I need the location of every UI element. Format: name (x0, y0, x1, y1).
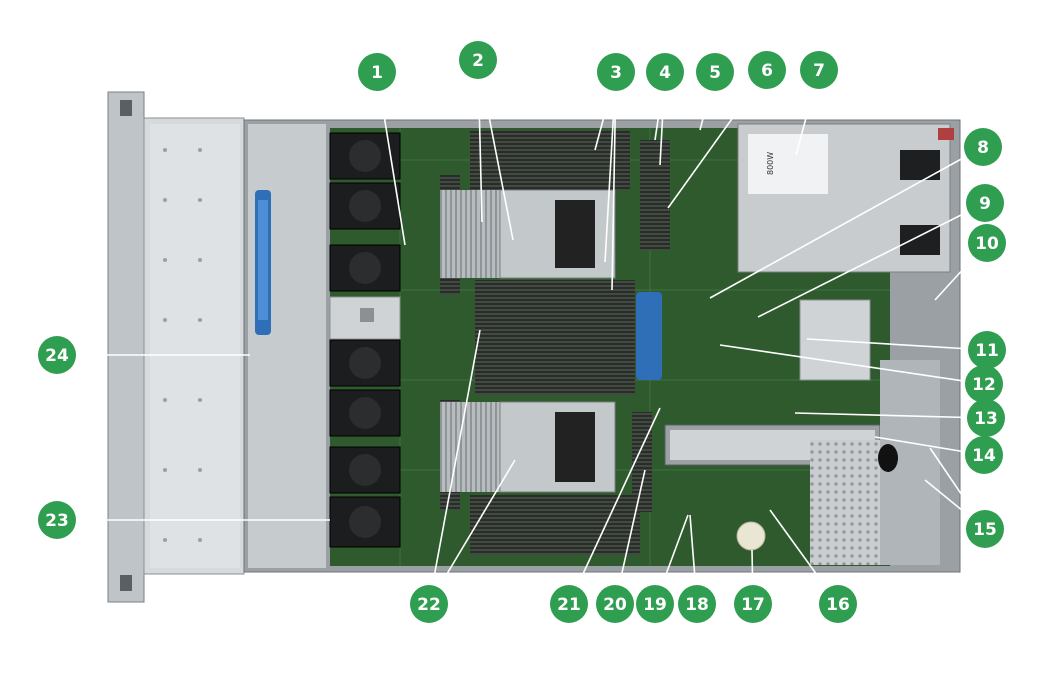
callout-label: 1 (371, 63, 383, 83)
callout-23: 23 (38, 501, 76, 539)
callout-label: 14 (972, 446, 996, 466)
callout-label: 19 (643, 595, 667, 615)
callout-label: 18 (685, 595, 709, 615)
callout-22: 22 (410, 585, 448, 623)
callout-24: 24 (38, 336, 76, 374)
callout-8: 8 (964, 128, 1002, 166)
callout-label: 7 (813, 61, 825, 81)
callout-18: 18 (678, 585, 716, 623)
callout-label: 15 (973, 520, 997, 540)
callout-16: 16 (819, 585, 857, 623)
front-handle (255, 190, 271, 335)
callout-label: 12 (972, 375, 996, 395)
callout-7: 7 (800, 51, 838, 89)
callout-3: 3 (597, 53, 635, 91)
callout-label: 3 (610, 63, 622, 83)
fan-6 (329, 446, 401, 494)
callout-12: 12 (965, 365, 1003, 403)
callout-label: 11 (975, 341, 999, 361)
fan-4 (329, 339, 401, 387)
callout-label: 22 (417, 595, 441, 615)
callout-1: 1 (358, 53, 396, 91)
callout-2: 2 (459, 41, 497, 79)
drive-bay (150, 124, 240, 568)
callout-label: 4 (659, 63, 671, 83)
callout-label: 2 (472, 51, 484, 71)
fan-5 (329, 389, 401, 437)
callout-label: 5 (709, 63, 721, 83)
callout-20: 20 (596, 585, 634, 623)
callout-label: 20 (603, 595, 627, 615)
callout-label: 24 (45, 346, 69, 366)
heatsink-2 (440, 401, 616, 493)
callout-label: 10 (975, 234, 999, 254)
callout-11: 11 (968, 331, 1006, 369)
callout-label: 6 (761, 61, 773, 81)
callout-label: 21 (557, 595, 581, 615)
fan-array (329, 132, 401, 548)
callout-6: 6 (748, 51, 786, 89)
callout-19: 19 (636, 585, 674, 623)
callout-5: 5 (696, 53, 734, 91)
callout-17: 17 (734, 585, 772, 623)
callout-4: 4 (646, 53, 684, 91)
power-supply: 800W (737, 123, 954, 273)
center-lever (636, 292, 662, 380)
callout-13: 13 (967, 399, 1005, 437)
power-supply-label: 800W (766, 152, 775, 175)
callout-label: 13 (974, 409, 998, 429)
callout-9: 9 (966, 184, 1004, 222)
callout-21: 21 (550, 585, 588, 623)
fan-3 (329, 244, 401, 292)
coin-battery (736, 521, 766, 551)
callout-14: 14 (965, 436, 1003, 474)
callout-label: 17 (741, 595, 765, 615)
heatsink-1 (440, 189, 616, 279)
callout-label: 8 (977, 138, 989, 158)
riser-cage (664, 360, 940, 565)
callout-10: 10 (968, 224, 1006, 262)
fan-2 (329, 182, 401, 230)
callout-label: 23 (45, 511, 69, 531)
fan-blank (329, 296, 401, 340)
fan-7 (329, 496, 401, 548)
callout-15: 15 (966, 510, 1004, 548)
callout-label: 9 (979, 194, 991, 214)
callout-label: 16 (826, 595, 850, 615)
fan-1 (329, 132, 401, 180)
